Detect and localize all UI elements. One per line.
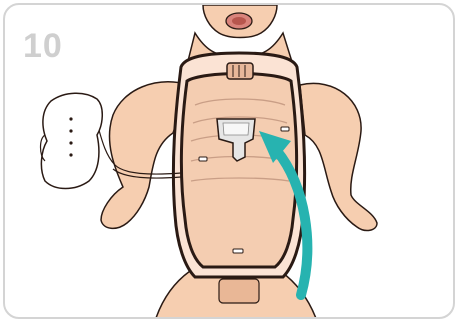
skin-cover [41, 93, 102, 188]
neck-connector [227, 63, 253, 79]
step-card: 10 [3, 3, 455, 319]
step-number: 10 [23, 29, 63, 63]
pelvis-pad [219, 279, 259, 303]
manikin-illustration [5, 5, 455, 319]
torso-frame [181, 74, 296, 268]
manikin-right-arm [300, 83, 377, 230]
